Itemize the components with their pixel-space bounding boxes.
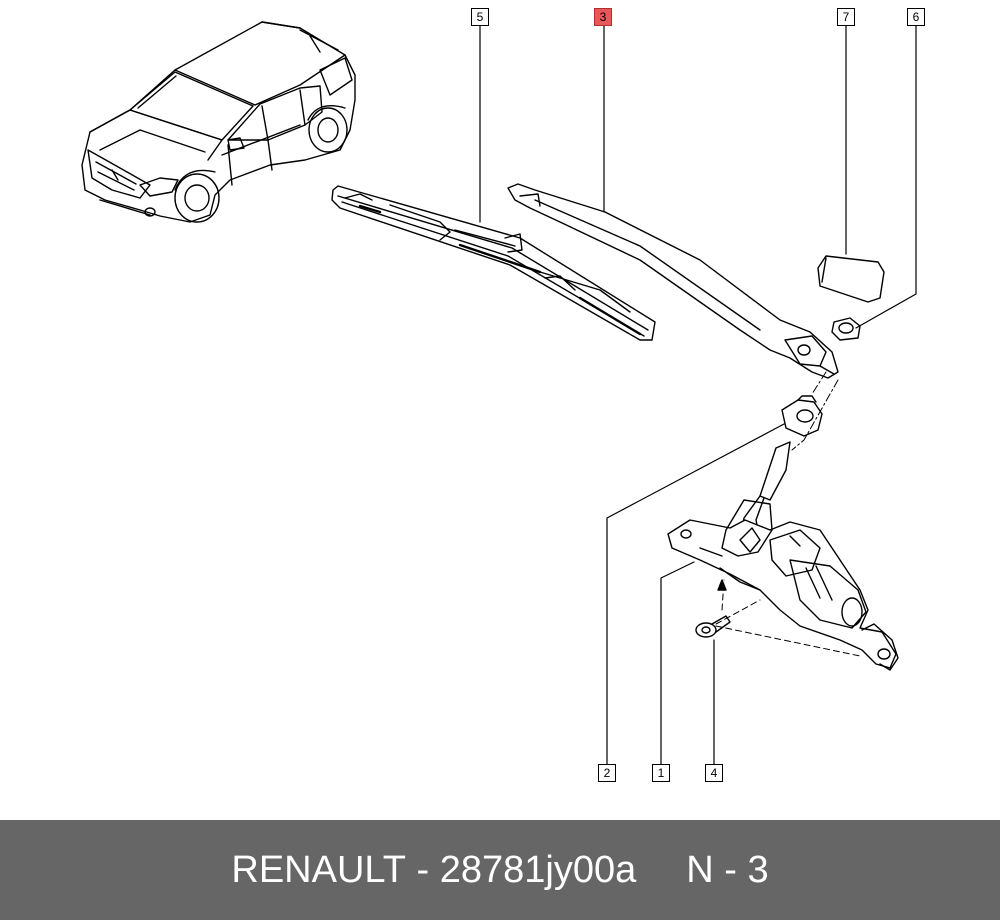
wiper-blade (331, 185, 656, 341)
callout-6: 6 (907, 8, 925, 26)
footer-brand: RENAULT (231, 848, 406, 891)
callout-3-highlighted: 3 (594, 8, 612, 26)
gasket-part (781, 395, 823, 437)
leader-lines (479, 25, 917, 765)
callout-2: 2 (598, 764, 616, 782)
callout-4: 4 (705, 764, 723, 782)
nut-part (831, 317, 861, 341)
footer-part-number: 28781jy00a (439, 848, 637, 891)
bolt-part (695, 615, 731, 638)
car-illustration (81, 21, 356, 223)
footer-bar: RENAULT - 28781jy00a N - 3 (0, 820, 1000, 920)
callout-1: 1 (652, 764, 670, 782)
footer-position: N - 3 (686, 848, 769, 891)
cap-part (817, 255, 885, 303)
callout-7: 7 (837, 8, 855, 26)
callout-5: 5 (471, 8, 489, 26)
footer-separator: - (405, 848, 440, 891)
wiper-motor-assembly (667, 441, 899, 671)
wiper-arm (507, 183, 839, 379)
wiper-parts-diagram (81, 21, 917, 765)
